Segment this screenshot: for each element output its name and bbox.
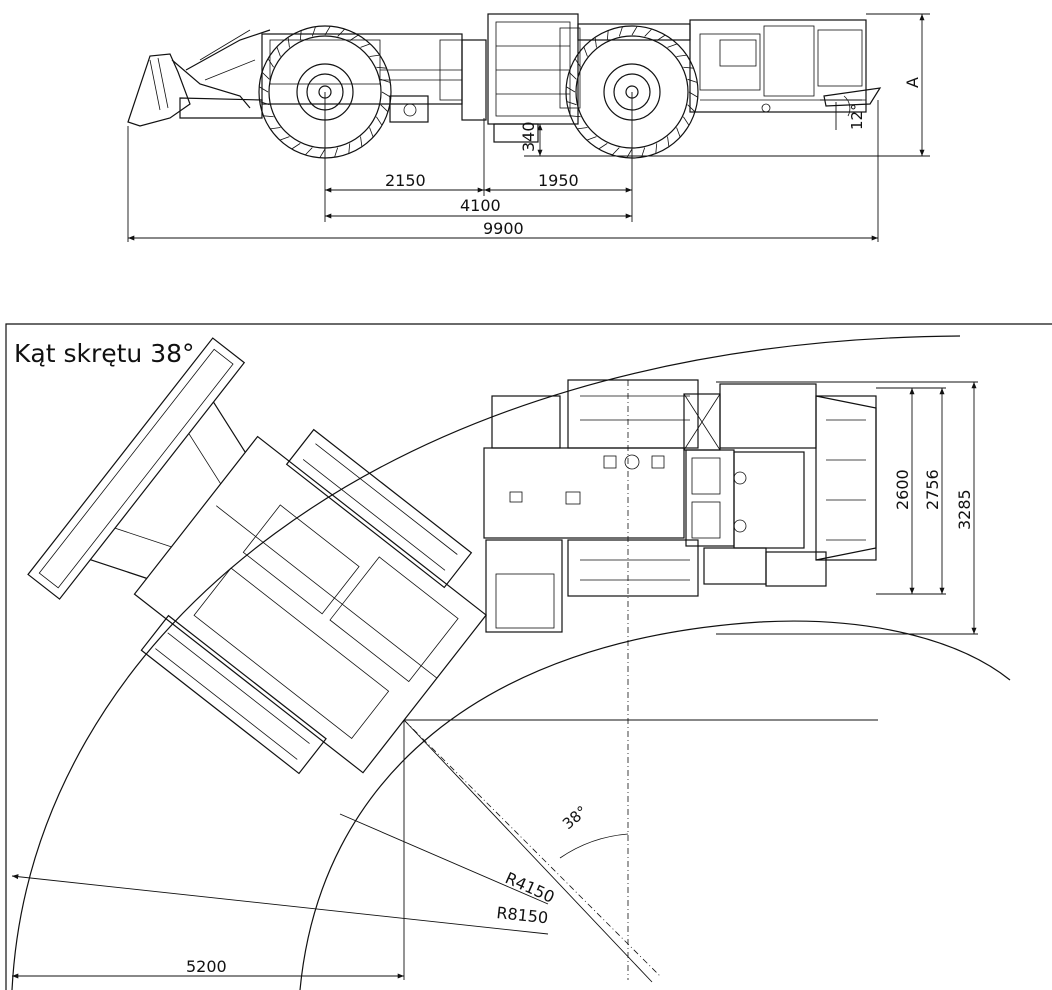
front-frame	[261, 33, 487, 123]
dim-center-to-rear: 1950	[538, 171, 579, 190]
dim-front-to-center: 2150	[385, 171, 426, 190]
dim-radius-outer: R8150	[496, 903, 550, 927]
dim-turn-angle: 38°	[559, 802, 591, 833]
dim-overall-length: 9900	[483, 219, 524, 238]
dim-width-mid: 2756	[923, 469, 942, 510]
drawing-frame	[5, 323, 1052, 990]
dim-radius-inner: R4150	[502, 868, 557, 906]
dim-angle: 12°	[848, 103, 866, 130]
top-reference-lines	[11, 380, 978, 983]
inner-turn-arc	[299, 620, 1011, 990]
dim-offset: 5200	[186, 957, 227, 976]
side-view: 2150 1950 4100 9900 340 A 12°	[127, 13, 930, 242]
dozer-blade	[127, 29, 271, 127]
top-view: Kąt skrętu 38° 2600 2756 3285 5200 R4150…	[5, 323, 1052, 990]
center-section	[487, 13, 581, 143]
dim-height: A	[903, 77, 922, 88]
side-dimensions	[127, 13, 930, 242]
turn-angle-title: Kąt skrętu 38°	[14, 339, 195, 368]
rear-frame	[577, 19, 882, 113]
outer-turn-arc	[11, 335, 961, 990]
rear-section-top	[483, 379, 877, 633]
front-section-top	[27, 337, 487, 775]
dim-width-outer: 3285	[955, 489, 974, 530]
dim-ground-clearance: 340	[519, 121, 538, 152]
dim-width-inner: 2600	[893, 469, 912, 510]
dim-wheelbase: 4100	[460, 196, 501, 215]
